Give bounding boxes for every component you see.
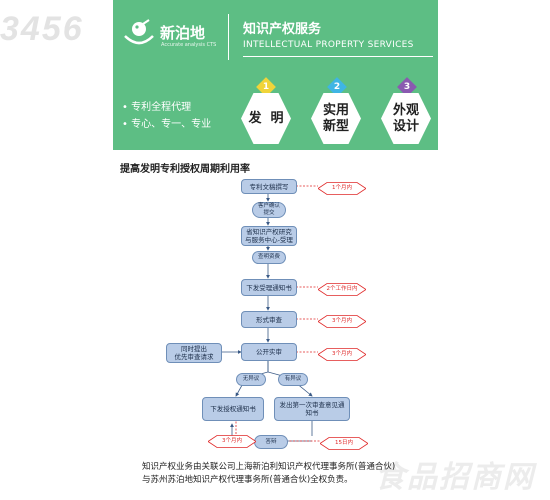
flow-title: 提高发明专利授权周期利用率 — [120, 164, 250, 175]
service-design: 外观 设计 — [381, 93, 431, 144]
banner-title-en: INTELLECTUAL PROPERTY SERVICES — [243, 40, 414, 50]
step-first-opinion: 发出第一次审查意见通 知书 — [274, 397, 350, 421]
branch-objection: 有异议 — [278, 373, 308, 386]
logo-subtitle: Accurate analysis CTS — [161, 42, 217, 48]
watermark-left: 3456 — [0, 10, 84, 48]
step-priority-request: 同时提出 优先审查请求 — [166, 343, 222, 363]
logo-name: 新泊地 — [160, 24, 206, 42]
step-grant-notice: 下发授权通知书 — [202, 397, 264, 421]
service-banner: 新泊地 Accurate analysis CTS 知识产权服务 INTELLE… — [113, 0, 438, 150]
duration-draft: 1个月内 — [317, 180, 367, 199]
step-submission: 省知识产权研究 与服务中心-受理 — [241, 226, 297, 246]
banner-title: 知识产权服务 — [243, 22, 322, 37]
bullet-2: • 专心、专一、专业 — [122, 119, 212, 130]
step-draft: 专利文稿撰写 — [241, 179, 297, 194]
step-publication-exam: 公开实审 — [241, 343, 297, 361]
duration-formal: 3个月内 — [317, 313, 367, 332]
logo-icon — [124, 19, 154, 45]
service-utility-model: 实用 新型 — [311, 93, 361, 144]
step-reply: 答辩 — [254, 435, 288, 449]
duration-reply: 15日内 — [319, 435, 369, 454]
duration-acceptance: 2个工作日内 — [317, 281, 367, 300]
step-fee-check: 查明资费 — [252, 251, 286, 264]
banner-divider — [228, 14, 229, 60]
watermark-right: 食品招商网 — [375, 461, 535, 494]
banner-underline — [243, 56, 433, 57]
step-acceptance-notice: 下发受理通知书 — [241, 279, 297, 296]
step-client-confirm: 客户确认 提交 — [252, 202, 286, 218]
footer-line-2: 与苏州苏泊地知识产权代理事务所(普通合伙)全权负责。 — [142, 475, 353, 485]
step-formal-exam: 形式审查 — [241, 311, 297, 328]
branch-no-objection: 无异议 — [236, 373, 266, 386]
footer-line-1: 知识产权业务由关联公司上海新泊利知识产权代理事务所(普通合伙) — [142, 462, 396, 472]
duration-publication: 3个月内 — [317, 346, 367, 365]
bullet-1: • 专利全程代理 — [122, 102, 192, 113]
duration-grant: 3个月内 — [207, 433, 257, 452]
